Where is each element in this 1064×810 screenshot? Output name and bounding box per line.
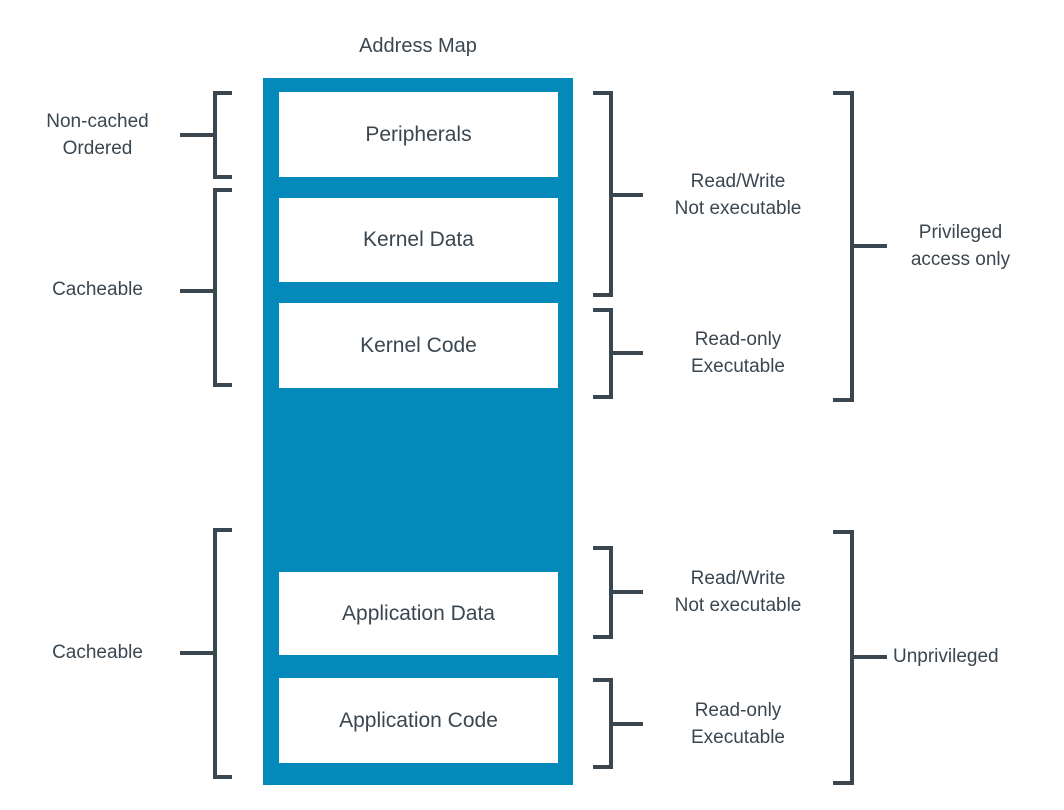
diagram-title: Address Map	[359, 35, 477, 57]
connector-line	[180, 651, 215, 655]
connector-line	[180, 133, 215, 137]
connector-line	[850, 244, 887, 248]
connector-line	[611, 722, 643, 726]
access-label-ro-kernel-code: Read-only Executable	[690, 329, 785, 377]
region-box-kernel-data: Kernel Data	[279, 198, 558, 282]
cache-label-non-cached-ordered: Non-cached Ordered	[46, 111, 149, 159]
cache-label-cacheable-kernel: Cacheable	[52, 279, 143, 300]
region-box-kernel-code: Kernel Code	[279, 303, 558, 388]
connector-line	[850, 655, 887, 659]
cache-label-cacheable-application: Cacheable	[52, 642, 143, 663]
region-label: Application Data	[342, 601, 495, 625]
bracket-ro-kernel-code	[593, 308, 613, 399]
bracket-cacheable-application	[213, 528, 232, 779]
access-label-rw-application-data: Read/Write Not executable	[674, 568, 802, 616]
region-label: Peripherals	[365, 122, 472, 146]
connector-line	[611, 193, 643, 197]
access-label-ro-application-code: Read-only Executable	[690, 700, 785, 748]
region-box-peripherals: Peripherals	[279, 92, 558, 177]
connector-line	[180, 289, 215, 293]
privilege-label-privileged: Privileged access only	[910, 222, 1011, 270]
address-map-column	[263, 78, 573, 785]
connector-line	[611, 351, 643, 355]
bracket-rw-kernel	[593, 91, 613, 297]
bracket-cacheable-kernel	[213, 188, 232, 387]
connector-line	[611, 590, 643, 594]
region-box-application-data: Application Data	[279, 572, 558, 655]
bracket-rw-application-data	[593, 546, 613, 639]
region-label: Kernel Data	[363, 228, 474, 251]
bracket-non-cached	[213, 91, 232, 179]
bracket-ro-application-code	[593, 678, 613, 769]
region-label: Application Code	[339, 708, 498, 732]
region-label: Kernel Code	[360, 333, 477, 357]
access-label-rw-kernel: Read/Write Not executable	[674, 171, 802, 219]
privilege-label-unprivileged: Unprivileged	[893, 646, 999, 667]
region-box-application-code: Application Code	[279, 678, 558, 763]
